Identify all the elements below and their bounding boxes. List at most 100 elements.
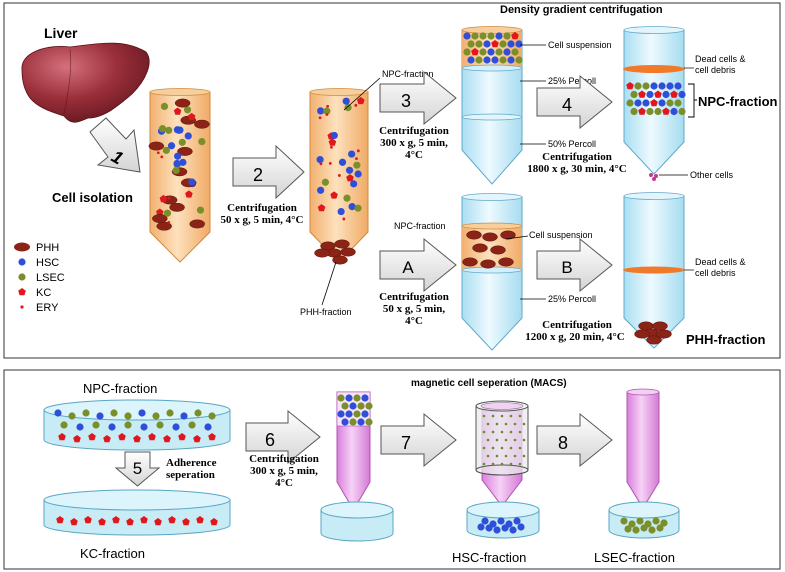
lsec-cell <box>337 394 345 402</box>
lsec-cell <box>82 409 90 417</box>
step-b-letter: B <box>561 258 572 277</box>
legend-kc-label: KC <box>36 287 51 299</box>
arrow-step-4 <box>536 74 613 130</box>
kc-cell <box>133 435 141 443</box>
lsec-cell <box>158 125 167 133</box>
lsec-cell <box>166 409 174 417</box>
tube-npc-separated <box>623 26 686 181</box>
hsc-cell <box>179 158 187 166</box>
hsc-cell <box>341 418 349 426</box>
kc-cell <box>56 516 64 524</box>
dish-npc <box>43 399 231 451</box>
arrow-step-2 <box>232 144 305 200</box>
hsc-cell <box>342 97 350 105</box>
ery-cell <box>355 157 358 161</box>
lsec-cell <box>160 102 169 111</box>
kc-cell <box>98 518 106 526</box>
step-b-conditions: 1200 x g, 20 min, 4°C <box>525 331 624 343</box>
hsc-cell <box>491 56 499 64</box>
kc-cell <box>626 82 634 90</box>
hsc-cell <box>337 410 345 418</box>
kc-cell <box>210 518 218 526</box>
hsc-cell <box>658 99 666 107</box>
lsec-cell <box>632 526 640 534</box>
hsc-cell <box>477 523 485 531</box>
kc-cell <box>330 191 338 199</box>
hsc-cell <box>509 526 517 534</box>
adherence-label-2: seperation <box>166 469 215 481</box>
phh-cell <box>472 243 488 253</box>
dish-kc <box>43 489 231 536</box>
lsec-cell <box>341 402 349 410</box>
step-4-number: 4 <box>562 95 572 115</box>
ery-cell <box>342 217 346 221</box>
hsc-cell <box>666 82 674 90</box>
macs-bead <box>486 454 490 458</box>
hsc-cell <box>674 82 682 90</box>
lsec-fraction-label: LSEC-fraction <box>594 550 675 565</box>
cell-isolation-label: Cell isolation <box>52 190 133 205</box>
lsec-cell <box>656 524 664 532</box>
lsec-cell <box>630 90 638 99</box>
legend-lsec-label: LSEC <box>36 272 65 284</box>
hsc-cell <box>180 412 188 420</box>
arrow-step-b <box>536 237 613 293</box>
lsec-cell <box>674 99 682 107</box>
other-cell <box>652 177 656 181</box>
liver-lobe-line <box>63 48 72 115</box>
lsec-cell <box>178 138 186 146</box>
step-3-conditions-1: 300 x g, 5 min, <box>380 137 448 149</box>
cell-suspension-line-2 <box>505 235 529 240</box>
tube-mixed-cells <box>148 88 211 263</box>
lsec-cell <box>353 410 361 418</box>
lsec-cell <box>344 103 352 112</box>
macs-bead <box>509 462 513 466</box>
lsec-cell <box>499 56 507 64</box>
hsc-cell <box>140 423 148 431</box>
lsec-cell <box>628 520 636 528</box>
ery-cell <box>326 104 330 108</box>
hsc-cell <box>507 40 515 48</box>
phh-cell <box>314 248 330 258</box>
lsec-cell <box>678 107 686 116</box>
npc-bracket <box>688 83 697 118</box>
hsc-cell <box>646 90 654 99</box>
legend: PHH HSC LSEC KC ERY <box>14 242 65 314</box>
arrow-step-7 <box>380 412 457 468</box>
lsec-cell <box>343 194 351 202</box>
hsc-cell <box>361 410 369 418</box>
npc-fraction-bottom-label: NPC-fraction <box>83 381 157 396</box>
hsc-cell <box>650 82 658 90</box>
lsec-cell <box>511 48 519 56</box>
hsc-cell <box>670 107 678 116</box>
lsec-cell <box>479 48 487 56</box>
macs-bead <box>504 438 508 442</box>
hsc-cell <box>174 126 183 134</box>
arrow-step-5 <box>114 451 161 487</box>
legend-ery-label: ERY <box>36 302 59 314</box>
macs-bead <box>500 446 504 450</box>
hsc-cell <box>678 90 686 99</box>
lsec-cell <box>654 107 662 116</box>
liver-image <box>21 42 150 123</box>
lsec-cell <box>475 56 483 64</box>
lsec-cell <box>666 99 674 107</box>
hsc-cell <box>487 48 495 56</box>
kc-cell <box>148 433 156 441</box>
step-6-conditions-1: 300 x g, 5 min, <box>250 465 318 477</box>
ery-cell <box>167 196 171 200</box>
kc-cell <box>491 40 499 48</box>
kc-cell <box>88 433 96 441</box>
step-a-letter: A <box>402 258 414 277</box>
hsc-cell <box>483 56 491 64</box>
other-cells-label: Other cells <box>690 170 734 180</box>
hsc-cell <box>662 90 670 99</box>
other-cell <box>649 173 653 177</box>
lsec-cell <box>124 412 132 420</box>
hsc-cell <box>515 40 523 48</box>
kc-cell <box>84 516 92 524</box>
debris-layer-1 <box>623 65 685 73</box>
kc-cell <box>163 435 171 443</box>
lsec-cell <box>495 48 503 56</box>
macs-bead <box>504 422 508 426</box>
